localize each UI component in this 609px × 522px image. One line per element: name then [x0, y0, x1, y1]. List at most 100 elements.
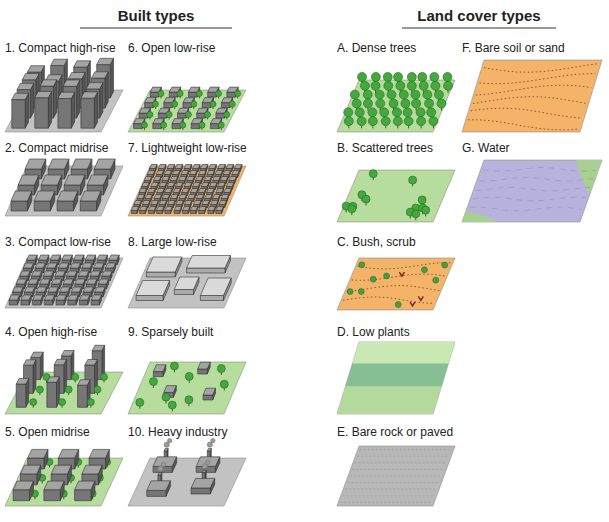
building-roof — [80, 191, 101, 201]
zone-caption: 7. Lightweight low-rise — [128, 141, 247, 155]
building-roof — [204, 177, 212, 181]
zone-illustration — [128, 438, 246, 506]
building-roof — [74, 61, 91, 67]
building-roof — [131, 207, 139, 211]
building-roof — [51, 59, 68, 65]
building-roof — [75, 481, 95, 490]
building-roof — [90, 271, 100, 276]
building-roof — [21, 295, 31, 300]
paving-line — [343, 495, 435, 496]
building-roof — [190, 207, 198, 211]
building-roof — [168, 201, 176, 205]
building-roof — [199, 171, 207, 175]
bush — [370, 276, 376, 282]
tree-crown — [383, 72, 392, 81]
building-roof — [139, 189, 147, 193]
tree-crown — [376, 99, 385, 108]
building-roof — [85, 360, 98, 366]
building-roof — [156, 171, 164, 175]
tree-crown — [196, 91, 202, 97]
wave-line — [479, 177, 593, 181]
tree-crown — [404, 117, 413, 126]
building-roof — [92, 72, 109, 78]
smoke-puff — [167, 438, 171, 442]
building-front — [165, 211, 171, 214]
building-roof — [16, 379, 29, 385]
building-roof — [147, 481, 171, 491]
building-roof — [44, 481, 64, 490]
zone-illustration — [462, 160, 602, 222]
building-front — [21, 300, 29, 305]
building-roof — [105, 263, 115, 268]
building-roof — [35, 263, 45, 268]
wave-line — [473, 197, 587, 201]
building-front — [44, 490, 60, 501]
building-roof — [172, 171, 180, 175]
tree-crown — [369, 170, 377, 178]
tree-crown — [422, 206, 430, 214]
zone-illustration — [337, 446, 455, 506]
building-roof — [9, 295, 19, 300]
sand-line — [476, 85, 592, 95]
tree-crown — [412, 99, 421, 108]
tree-crown — [380, 108, 389, 117]
building-roof — [167, 165, 175, 169]
zone-caption: B. Scattered trees — [337, 141, 433, 155]
tree-crown — [158, 91, 164, 97]
building-roof — [183, 207, 191, 211]
building-roof — [68, 295, 78, 300]
building-roof — [184, 201, 192, 205]
building-roof — [201, 183, 209, 187]
building-roof — [205, 195, 213, 199]
bush — [358, 289, 364, 295]
wave-line — [483, 167, 596, 171]
building-roof — [198, 189, 206, 193]
wave-line — [475, 187, 589, 191]
tree-crown — [348, 205, 356, 213]
building-roof — [154, 177, 162, 181]
building-roof — [179, 177, 187, 181]
tree-crown — [427, 108, 436, 117]
plant-band — [345, 364, 448, 387]
wave-line — [470, 207, 583, 211]
building-roof — [165, 189, 173, 193]
building-roof — [162, 177, 170, 181]
building-roof — [196, 195, 204, 199]
tree-crown — [407, 81, 416, 90]
building-front — [80, 201, 96, 211]
building-roof — [75, 279, 85, 284]
zone-illustration — [337, 342, 455, 414]
building-front — [81, 98, 94, 128]
smoke-puff — [211, 438, 215, 442]
building-front — [216, 211, 222, 214]
building-front — [150, 92, 159, 97]
building-roof — [97, 255, 107, 260]
tree-crown — [136, 398, 144, 406]
building-roof — [20, 271, 30, 276]
zone-illustration — [128, 87, 246, 132]
tree-crown — [168, 401, 176, 409]
zone-tile: F. Bare soil or sand — [462, 38, 602, 136]
building-roof — [47, 263, 57, 268]
building-roof — [86, 83, 103, 89]
zone-tile: 8. Large low-rise — [128, 232, 328, 312]
building-roof — [147, 171, 155, 175]
building-roof — [63, 279, 73, 284]
building-front — [56, 300, 64, 305]
building-front — [174, 211, 180, 214]
tree-crown — [392, 108, 401, 117]
building-roof — [182, 189, 190, 193]
building-front — [172, 124, 181, 129]
zone-caption: E. Bare rock or paved — [337, 425, 453, 439]
building-roof — [223, 171, 231, 175]
building-roof — [194, 201, 202, 205]
building-roof — [109, 255, 119, 260]
tree-crown — [435, 90, 444, 99]
zone-caption: 1. Compact high-rise — [5, 41, 116, 55]
building-roof — [226, 183, 234, 187]
building-roof — [61, 351, 74, 356]
building-roof — [187, 177, 195, 181]
building-roof — [218, 183, 226, 187]
zone-illustration — [462, 60, 602, 132]
tree-crown — [177, 91, 183, 97]
